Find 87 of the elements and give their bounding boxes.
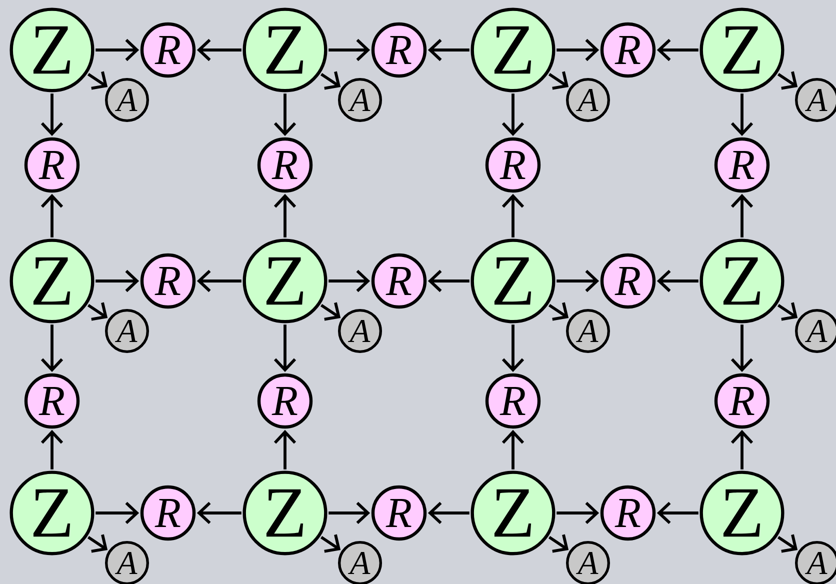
arrow	[196, 270, 242, 292]
arrow	[96, 38, 140, 62]
r-node: R	[140, 485, 196, 541]
arrow	[656, 502, 698, 524]
r-node: R	[600, 22, 656, 78]
r-node: R	[714, 137, 770, 193]
r-node: R	[24, 137, 80, 193]
a-node: A	[795, 78, 836, 122]
arrow	[548, 71, 569, 90]
arrow	[730, 430, 754, 470]
arrow	[328, 502, 370, 524]
arrow	[320, 71, 341, 90]
arrow	[502, 324, 524, 372]
arrow	[502, 430, 524, 470]
arrow	[328, 270, 370, 292]
r-node: R	[371, 22, 427, 78]
r-node: R	[714, 373, 770, 429]
arrow	[556, 270, 600, 292]
zeta-node: Z	[700, 470, 784, 556]
r-node: R	[600, 253, 656, 309]
zeta-node: Z	[10, 8, 94, 92]
a-node: A	[105, 78, 149, 122]
arrow	[548, 534, 569, 553]
a-node: A	[338, 309, 382, 353]
r-node: R	[140, 22, 196, 78]
arrow	[777, 534, 798, 553]
zeta-node: Z	[470, 238, 556, 324]
a-node: A	[795, 541, 836, 584]
arrow	[328, 38, 370, 62]
arrow	[777, 302, 798, 321]
zeta-node: Z	[700, 8, 784, 92]
zeta-node: Z	[700, 238, 784, 324]
arrow	[428, 502, 470, 524]
arrow	[556, 38, 600, 62]
a-node: A	[105, 541, 149, 584]
arrow	[196, 502, 242, 524]
r-node: R	[600, 485, 656, 541]
a-node: A	[566, 78, 610, 122]
arrow	[96, 502, 140, 524]
arrow	[274, 194, 296, 238]
arrow	[320, 302, 341, 321]
zeta-node: Z	[242, 238, 328, 324]
r-node: R	[371, 253, 427, 309]
arrow	[40, 94, 64, 136]
r-node: R	[485, 373, 541, 429]
arrow	[87, 534, 108, 553]
arrow	[320, 534, 341, 553]
r-node: R	[140, 253, 196, 309]
a-node: A	[105, 309, 149, 353]
r-node: R	[24, 373, 80, 429]
arrow	[274, 94, 296, 136]
zeta-node: Z	[242, 8, 328, 92]
arrow	[274, 324, 296, 372]
arrow	[556, 502, 600, 524]
a-node: A	[338, 78, 382, 122]
arrow	[777, 71, 798, 90]
r-node: R	[257, 137, 313, 193]
arrow	[274, 430, 296, 470]
arrow	[87, 71, 108, 90]
arrow	[656, 38, 698, 62]
zeta-node: Z	[10, 470, 94, 556]
arrow	[40, 430, 64, 470]
zeta-node: Z	[470, 470, 556, 556]
zeta-node: Z	[10, 238, 94, 324]
a-node: A	[795, 309, 836, 353]
arrow	[40, 194, 64, 238]
arrow	[196, 38, 242, 62]
arrow	[730, 94, 754, 136]
a-node: A	[566, 541, 610, 584]
a-node: A	[566, 309, 610, 353]
arrow	[548, 302, 569, 321]
r-node: R	[257, 373, 313, 429]
arrow	[730, 324, 754, 372]
arrow	[40, 324, 64, 372]
arrow	[87, 302, 108, 321]
a-node: A	[338, 541, 382, 584]
zeta-node: Z	[242, 470, 328, 556]
arrow	[656, 270, 698, 292]
arrow	[428, 270, 470, 292]
arrow	[502, 194, 524, 238]
arrow	[502, 94, 524, 136]
r-node: R	[485, 137, 541, 193]
arrow	[730, 194, 754, 238]
arrow	[428, 38, 470, 62]
zeta-node: Z	[470, 8, 556, 92]
arrow	[96, 270, 140, 292]
r-node: R	[371, 485, 427, 541]
